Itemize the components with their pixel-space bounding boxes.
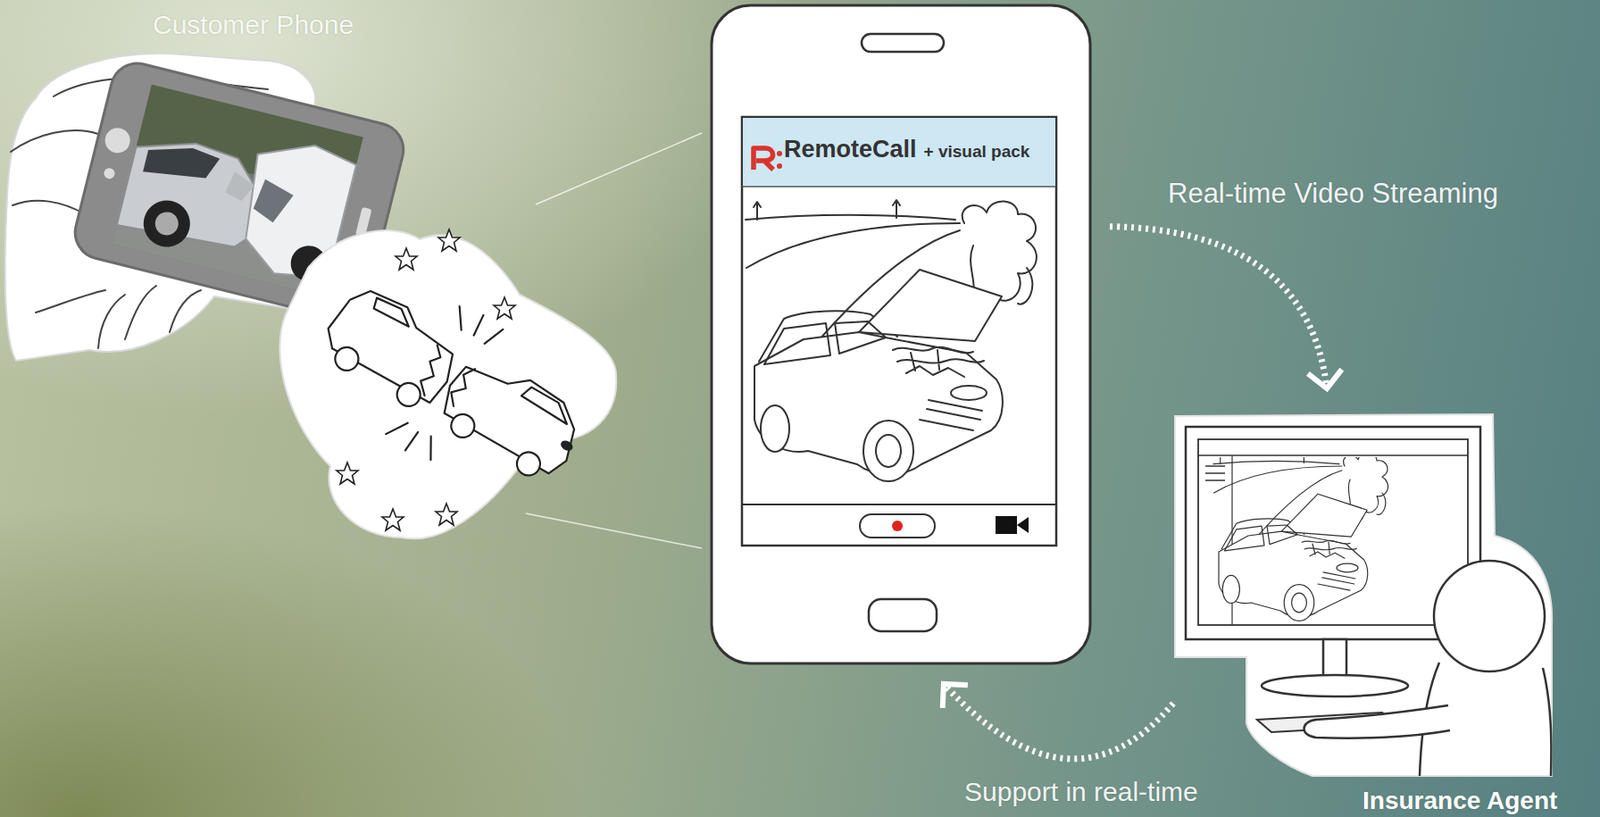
leader-line <box>535 133 702 205</box>
cartoon-wheel <box>331 342 364 375</box>
cartoon-car <box>320 278 470 408</box>
photo-car-window <box>142 137 221 189</box>
photo-debris <box>224 170 257 203</box>
monitor-screen <box>1198 439 1468 625</box>
camera-icon <box>995 516 1017 534</box>
crumple-line <box>445 364 476 408</box>
photo-crumple <box>250 177 296 225</box>
app-phone <box>711 5 1091 664</box>
phone-camera <box>102 125 134 156</box>
phone-body <box>711 5 1091 664</box>
header-line <box>741 185 1057 188</box>
customer-phone-node: Customer Phone <box>5 50 393 364</box>
app-pack: + visual pack <box>924 141 1031 162</box>
camera-lens <box>1016 516 1029 534</box>
car-sketch <box>1213 457 1389 621</box>
agent-label: Insurance Agent <box>1362 786 1558 816</box>
phone-sensor <box>102 166 117 181</box>
monitor-base <box>1261 675 1409 697</box>
cartoon-wheel <box>392 378 425 411</box>
cartoon-wheel <box>447 409 480 442</box>
agent-head <box>1433 560 1545 672</box>
star <box>438 229 460 251</box>
impact-line <box>383 302 508 465</box>
record-dot <box>891 520 903 532</box>
cartoon-light <box>560 440 574 452</box>
app-name: RemoteCall <box>783 135 917 164</box>
photo-hub <box>152 209 182 239</box>
photo-wheel <box>138 195 195 252</box>
agent-arm <box>1304 705 1451 739</box>
phone-screen <box>741 116 1057 546</box>
phone-label: Customer Phone <box>152 9 354 42</box>
edge-label: Real-time Video Streaming <box>1167 177 1499 210</box>
app-phone-node: RemoteCall + visual pack <box>711 5 1091 664</box>
menu-icon <box>1205 466 1225 481</box>
star <box>336 462 359 484</box>
connector <box>942 683 1174 759</box>
star <box>382 508 404 531</box>
header-row: RemoteCall + visual pack <box>783 135 1030 172</box>
header-band <box>742 117 1056 187</box>
sticker-outline <box>279 230 617 539</box>
monitor-video <box>1213 457 1389 621</box>
star <box>435 503 458 525</box>
car-sketch <box>745 200 1037 482</box>
home-button <box>868 599 937 632</box>
sticker-outline <box>1175 414 1552 776</box>
cartoon-wheel <box>512 448 545 481</box>
dotted-arrow-line <box>943 683 1174 759</box>
control-bar <box>741 503 1057 506</box>
agent-node: Insurance Agent <box>1173 413 1551 776</box>
record-button <box>859 514 935 538</box>
star <box>493 297 516 319</box>
arrow-head <box>942 683 966 706</box>
cartoon-cars <box>294 250 609 523</box>
connector <box>1109 226 1341 389</box>
window-bar <box>1198 454 1468 457</box>
dotted-arrow-line <box>1109 226 1327 389</box>
cartoon-car <box>436 346 592 478</box>
edge-label: Support in real-time <box>964 776 1199 808</box>
cartoon-window <box>371 295 415 328</box>
phone-earpiece <box>861 33 944 52</box>
logo-dot <box>776 163 783 169</box>
star <box>395 248 417 270</box>
arrow-head <box>1309 371 1341 389</box>
crash-sticker <box>279 229 617 539</box>
leader-line <box>525 513 702 549</box>
cartoon-window <box>520 384 575 425</box>
app-logo <box>753 148 774 170</box>
agent-sticker <box>1175 414 1552 776</box>
logo-dot <box>776 150 783 157</box>
